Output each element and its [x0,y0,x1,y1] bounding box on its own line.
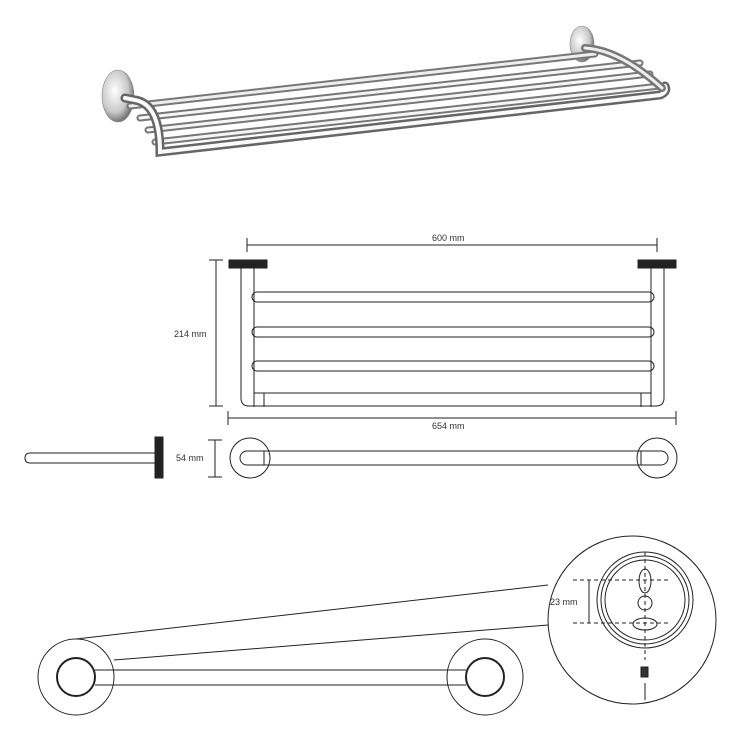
product-photo [101,25,671,158]
front-view [209,238,677,425]
dimension-654: 654 mm [432,421,465,431]
dimension-214: 214 mm [174,329,207,339]
side-view [24,436,164,479]
mount-detail-view [37,535,717,716]
top-view [208,437,678,479]
dimension-23: 23 mm [550,597,578,607]
dimension-600: 600 mm [432,233,465,243]
dimension-54: 54 mm [176,453,204,463]
